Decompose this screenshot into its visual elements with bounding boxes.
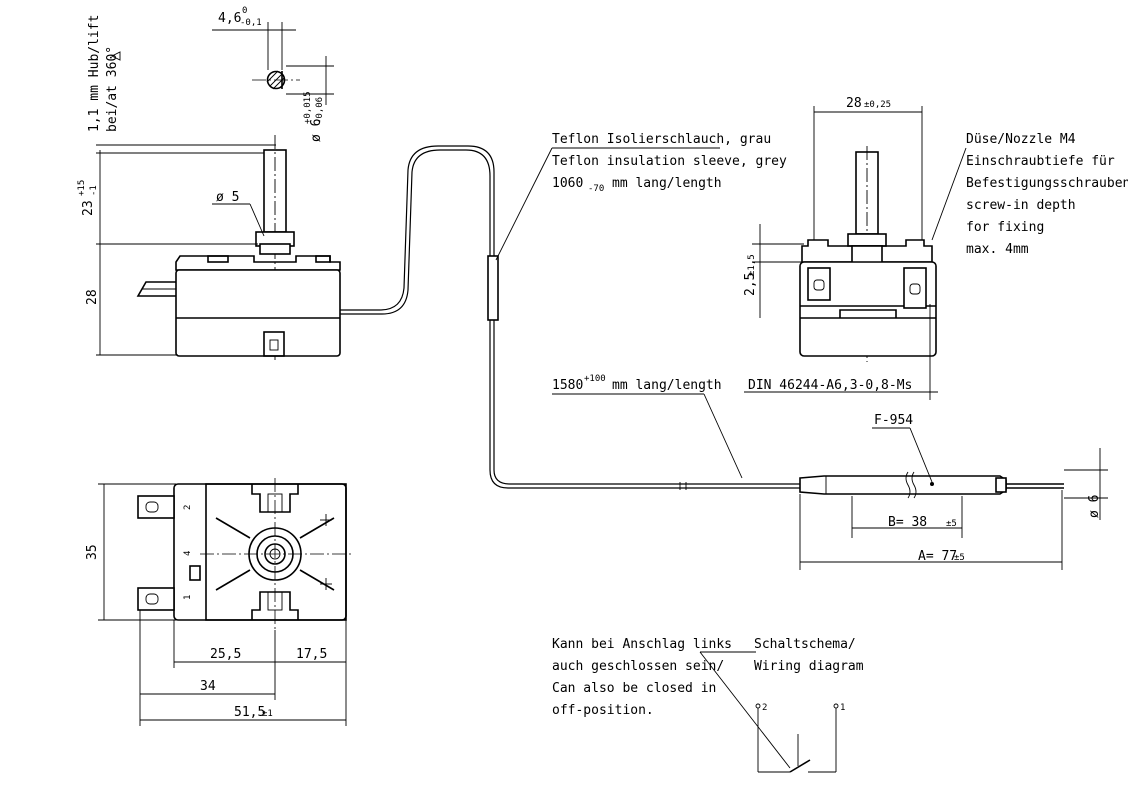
pin-diameter-tol-upper: +0,015 (303, 91, 313, 124)
closed-line2: auch geschlossen sein/ (552, 659, 724, 674)
bulb-a-dim: A= 77 (918, 549, 957, 564)
sleeve-line3-tol: -70 (588, 184, 604, 194)
wiring-terminal-1: 1 (840, 703, 845, 713)
terminal-1-label: 1 (183, 595, 193, 600)
bulb-b-dim: B= 38 (888, 515, 927, 530)
dist-b-dim: 17,5 (296, 647, 327, 662)
pin-cross-section (212, 22, 334, 105)
lift-line2: bei/at 360° (105, 46, 120, 132)
dist-c-dim: 34 (200, 679, 216, 694)
sleeve-line3-value: 1060 (552, 176, 583, 191)
terminal-standard: DIN 46244-A6,3-0,8-Ms (748, 378, 912, 393)
closed-line4: off-position. (552, 703, 654, 718)
wiring-line1: Schaltschema/ (754, 637, 856, 652)
sleeve-note (495, 147, 720, 261)
wiring-line2: Wiring diagram (754, 659, 864, 674)
bulb-b-tol: ±5 (946, 519, 957, 529)
nozzle-line1: Düse/Nozzle M4 (966, 132, 1076, 147)
sleeve-line1: Teflon Isolierschlauch, grau (552, 132, 771, 147)
front-width-tol: ±0,25 (864, 100, 891, 110)
pin-diameter-tol-lower: -0,06 (315, 97, 325, 124)
nozzle-line3: Befestigungsschrauben/ (966, 176, 1128, 191)
capillary-unit: mm lang/length (612, 378, 722, 393)
closed-line1: Kann bei Anschlag links (552, 637, 732, 652)
wiring-diagram (699, 651, 839, 773)
pin-width-dim: 4,6 (218, 11, 241, 26)
pin-width-tol-lower: -0,1 (240, 18, 262, 28)
top-view (98, 478, 352, 726)
nozzle-line2: Einschraubtiefe für (966, 154, 1115, 169)
closed-line3: Can also be closed in (552, 681, 716, 696)
hole-diameter-dim: ø 5 (216, 190, 239, 205)
sensor-bulb (799, 427, 1108, 570)
front-view (744, 106, 967, 400)
terminal-4-label: 4 (183, 551, 193, 556)
bulb-a-tol: ±5 (954, 553, 965, 563)
capillary-tube (340, 145, 802, 490)
model-number: F-954 (874, 413, 913, 428)
terminal-2-label: 2 (183, 505, 193, 510)
front-width-dim: 28 (846, 96, 862, 111)
capillary-length: 1580 (552, 378, 583, 393)
terminal-offset-tol: ±1,5 (747, 254, 757, 276)
sleeve-line3-unit: mm lang/length (612, 176, 722, 191)
bulb-diameter-dim: ø 6 (1087, 495, 1102, 518)
body-height-dim: 28 (85, 289, 100, 305)
nozzle-line4: screw-in depth (966, 198, 1076, 213)
wiring-terminal-2: 2 (762, 703, 767, 713)
nozzle-line6: max. 4mm (966, 242, 1029, 257)
capillary-note (552, 393, 743, 479)
capillary-tol: +100 (584, 374, 606, 384)
pin-diameter-dim: ø 6 (309, 119, 324, 142)
shaft-length-tol-upper: +15 (77, 180, 87, 196)
total-length-tol: ±1 (262, 709, 273, 719)
total-length-dim: 51,5 (234, 705, 265, 720)
nozzle-line5: for fixing (966, 220, 1044, 235)
side-view: 1,1 mm Hub/lift bei/at 360° (87, 15, 341, 360)
sleeve-line2: Teflon insulation sleeve, grey (552, 154, 787, 169)
terminal-offset-dim: 2,5 (743, 273, 758, 296)
dist-a-dim: 25,5 (210, 647, 241, 662)
pin-width-tol-upper: 0 (242, 6, 247, 16)
shaft-length-tol-lower: -1 (89, 185, 99, 196)
body-depth-dim: 35 (85, 544, 100, 560)
shaft-length-dim: 23 (81, 200, 96, 216)
lift-line1: 1,1 mm Hub/lift (87, 15, 102, 132)
